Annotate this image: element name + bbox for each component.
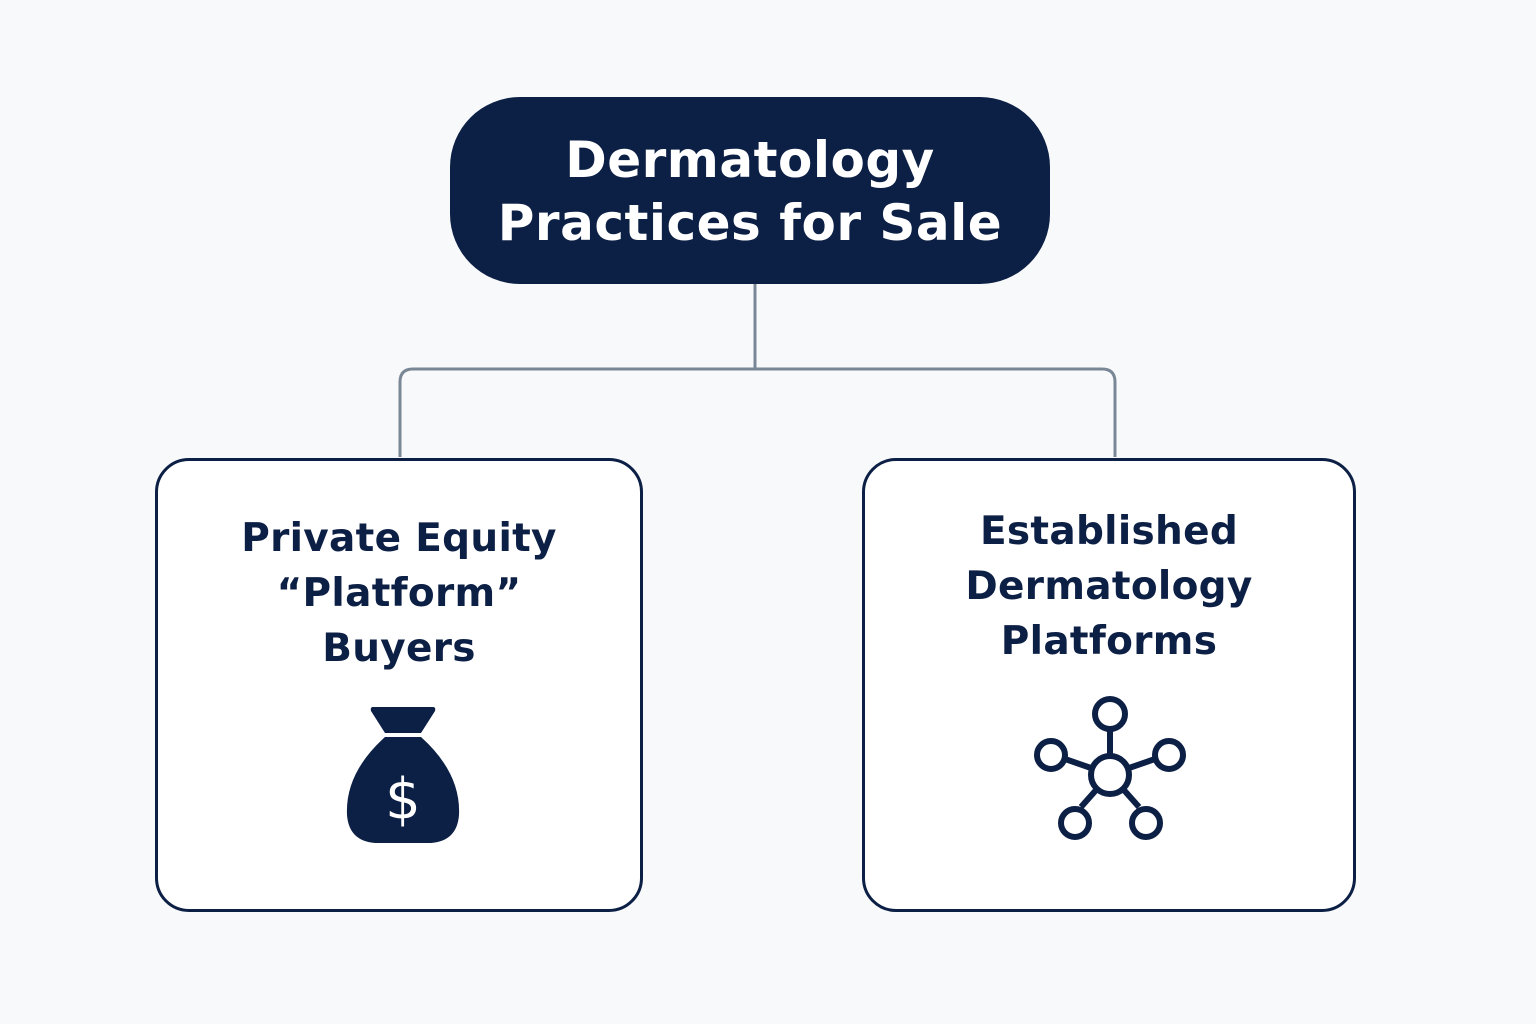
connector-branch-left xyxy=(398,367,755,457)
network-hub-icon xyxy=(1034,696,1186,840)
child-title-line-1: Private Equity xyxy=(241,516,557,561)
root-node-practices-for-sale: Dermatology Practices for Sale xyxy=(450,97,1050,284)
root-title: Dermatology Practices for Sale xyxy=(498,129,1002,255)
child-title: Established Dermatology Platforms xyxy=(865,504,1353,669)
child-node-established-platforms: Established Dermatology Platforms xyxy=(862,458,1356,912)
child-title-line-1: Established xyxy=(979,509,1239,554)
child-title-line-2: “Platform” xyxy=(276,571,522,616)
child-title-line-2: Dermatology xyxy=(965,564,1253,609)
root-title-line-1: Dermatology xyxy=(565,130,935,189)
root-title-line-2: Practices for Sale xyxy=(497,193,1003,252)
child-title-line-3: Buyers xyxy=(322,626,476,671)
money-bag-dollar-icon: $ xyxy=(346,707,460,843)
child-title-line-3: Platforms xyxy=(1000,619,1218,664)
connector-branch-right xyxy=(755,367,1117,457)
svg-text:$: $ xyxy=(385,767,421,832)
child-title: Private Equity “Platform” Buyers xyxy=(158,511,640,676)
child-node-private-equity-buyers: Private Equity “Platform” Buyers $ xyxy=(155,458,643,912)
